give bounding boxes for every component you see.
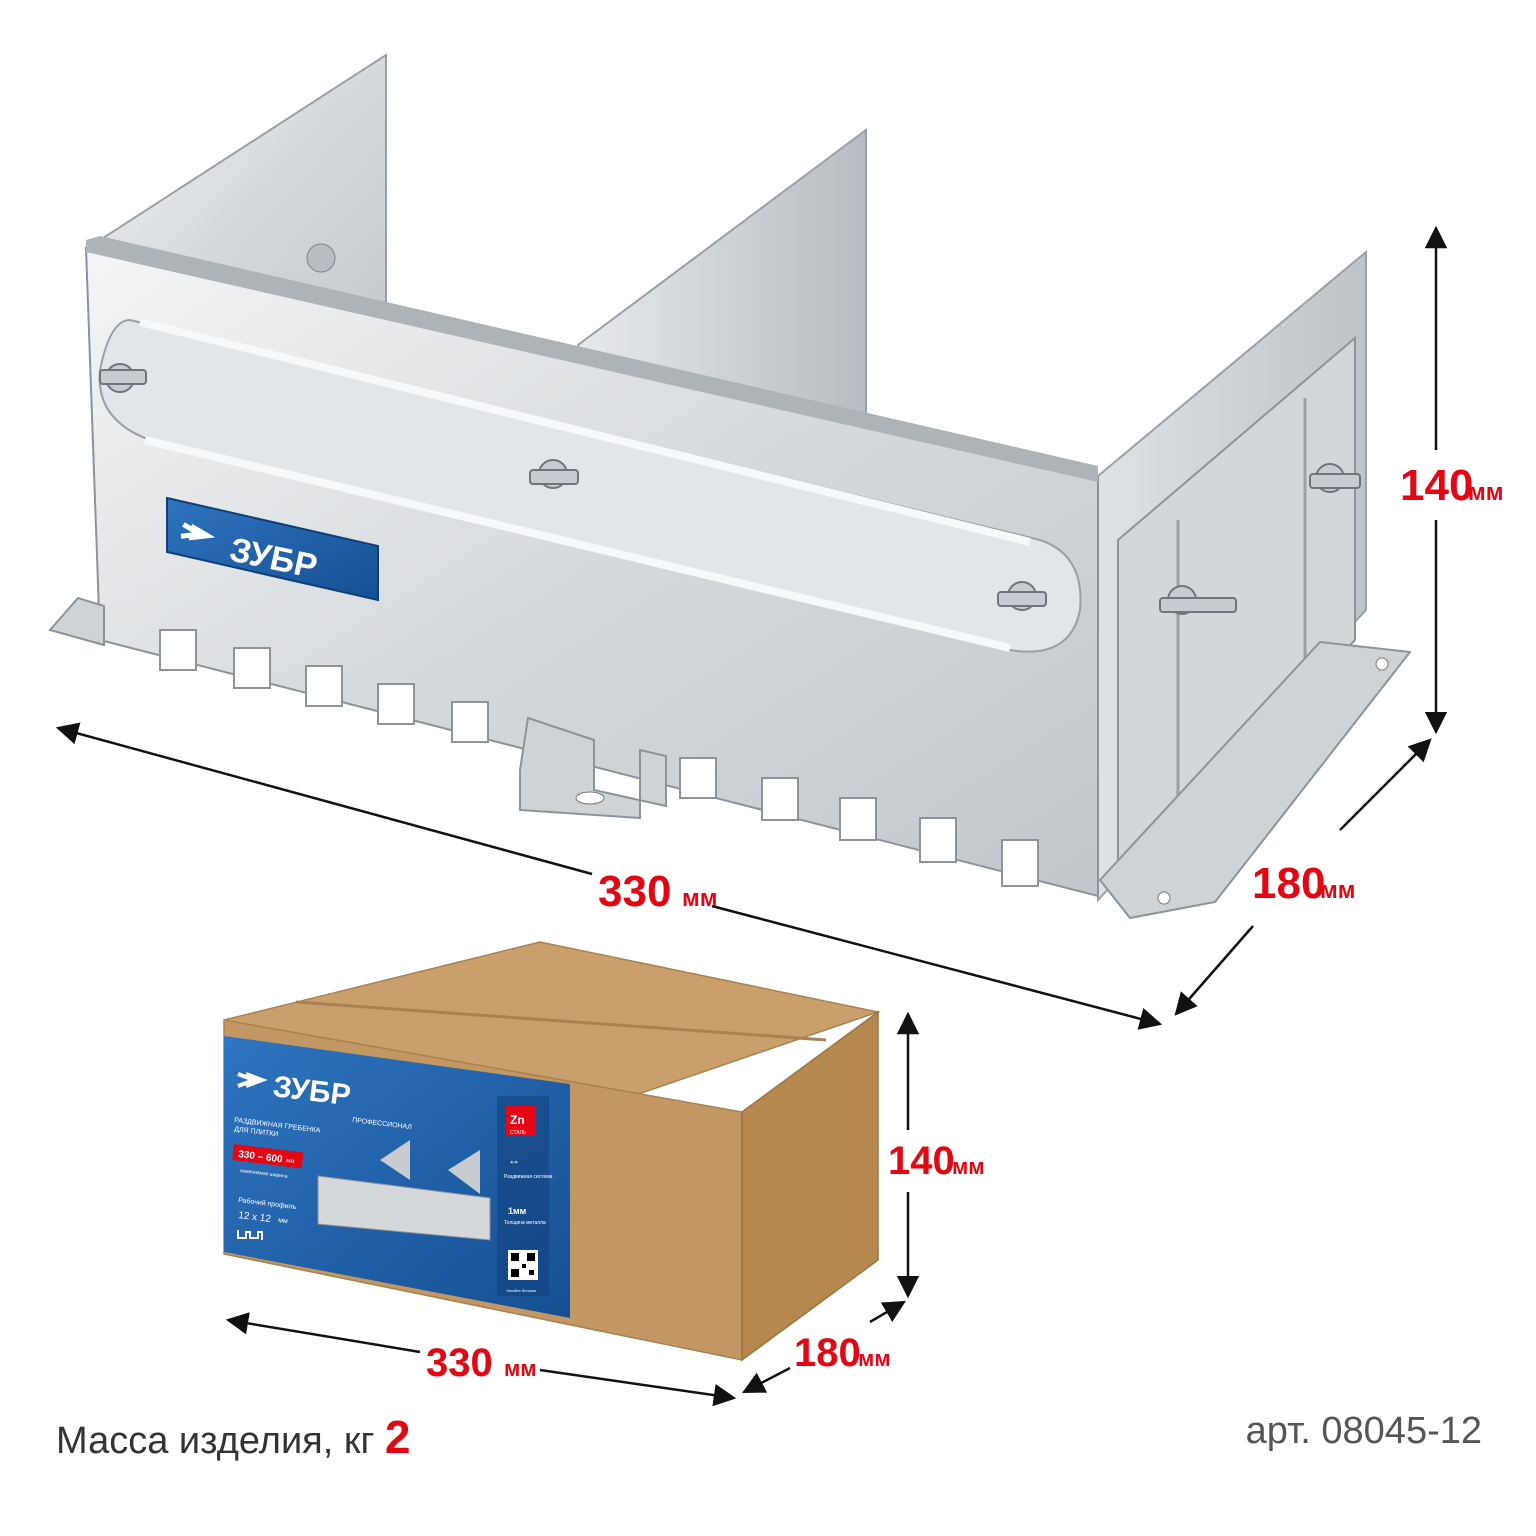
svg-text:мм: мм — [952, 1154, 985, 1179]
article-label: арт. — [1245, 1410, 1311, 1452]
svg-text:мм: мм — [1320, 877, 1356, 904]
svg-text:12 x 12: 12 x 12 — [238, 1210, 272, 1225]
product-mass: Масса изделия, кг 2 — [56, 1410, 411, 1464]
svg-text:330: 330 — [598, 867, 671, 916]
svg-text:180: 180 — [1252, 859, 1325, 908]
svg-text:мм: мм — [286, 1158, 295, 1165]
package-dimension-lines — [225, 1011, 920, 1407]
mass-value: 2 — [384, 1411, 411, 1463]
product-length-label: 330 мм — [598, 867, 718, 916]
wing-screw-icon — [99, 363, 1361, 615]
article-number: арт. 08045-12 — [1246, 1410, 1482, 1453]
product-height-label: 140 мм — [1400, 461, 1504, 510]
svg-text:180: 180 — [794, 1331, 861, 1375]
svg-text:Толщина металла: Толщина металла — [504, 1220, 546, 1226]
svg-text:мм: мм — [682, 885, 718, 912]
svg-text:Узнайте больше: Узнайте больше — [506, 1288, 537, 1293]
package-length-label: 330 мм — [426, 1341, 537, 1385]
svg-text:Zn: Zn — [510, 1113, 525, 1127]
svg-text:140: 140 — [1400, 461, 1473, 510]
svg-text:мм: мм — [278, 1217, 289, 1225]
svg-text:СТАЛЬ: СТАЛЬ — [510, 1130, 527, 1136]
svg-text:↔: ↔ — [508, 1153, 520, 1167]
product-dimension-lines — [55, 225, 1448, 1030]
article-value: 08045-12 — [1321, 1410, 1482, 1452]
package-height-label: 140 мм — [888, 1139, 985, 1183]
product-depth-label: 180 мм — [1252, 859, 1356, 908]
svg-text:мм: мм — [504, 1356, 537, 1381]
svg-text:мм: мм — [858, 1346, 891, 1371]
svg-text:Раздвижная система: Раздвижная система — [504, 1174, 553, 1180]
package-box-image: ЗУБР ПРОФЕССИОНАЛ РАЗДВИЖНАЯ ГРЕБЕНКА ДЛ… — [223, 941, 881, 1362]
package-label: ЗУБР ПРОФЕССИОНАЛ РАЗДВИЖНАЯ ГРЕБЕНКА ДЛ… — [224, 1036, 570, 1318]
svg-text:изменяемая ширина: изменяемая ширина — [240, 1168, 288, 1180]
package-depth-label: 180 мм — [794, 1331, 891, 1375]
qr-code-icon — [508, 1250, 538, 1280]
svg-text:330 – 600: 330 – 600 — [238, 1149, 284, 1165]
mass-label: Масса изделия, кг — [56, 1420, 375, 1462]
svg-text:мм: мм — [1468, 479, 1504, 506]
svg-text:330: 330 — [426, 1341, 493, 1385]
svg-text:1мм: 1мм — [508, 1206, 527, 1216]
svg-text:140: 140 — [888, 1139, 955, 1183]
product-image: ЗУБР — [48, 53, 1412, 920]
